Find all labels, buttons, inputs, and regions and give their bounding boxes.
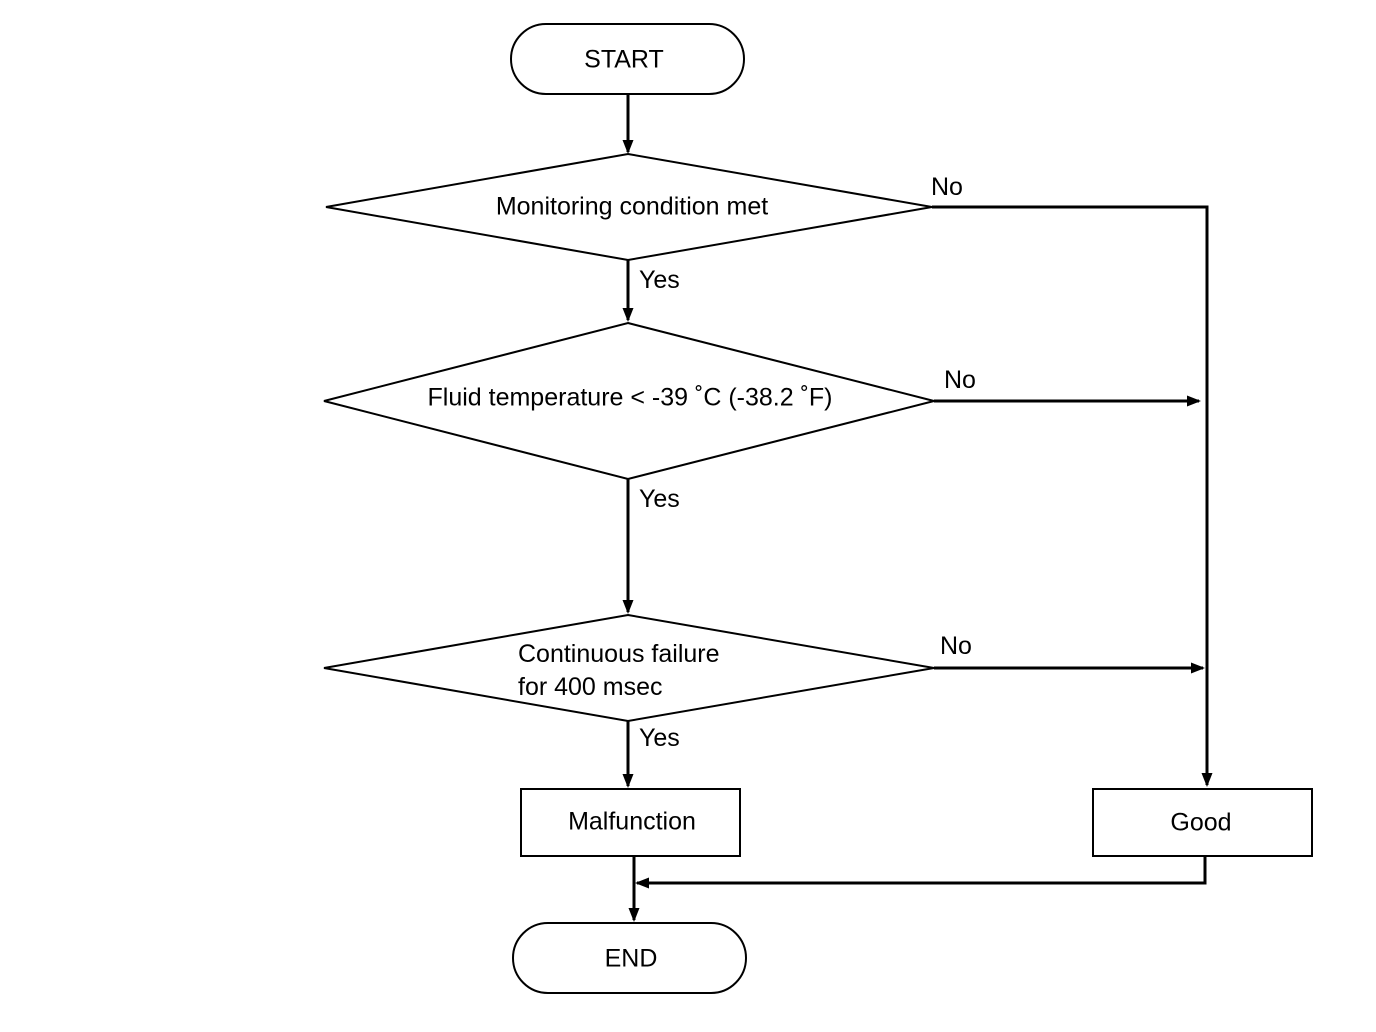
connector-decision-1-no [932,205,1213,787]
malfunction-label: Malfunction [568,808,696,836]
decision-monitoring-condition: Monitoring condition met [325,152,933,262]
malfunction-box: Malfunction [520,788,741,857]
good-box: Good [1092,788,1313,857]
decision-1-label: Monitoring condition met [496,193,768,221]
good-label: Good [1170,809,1231,837]
decision-2-yes-label: Yes [639,485,680,513]
decision-continuous-failure: Continuous failure for 400 msec [323,613,935,723]
decision-1-yes-label: Yes [639,266,680,294]
decision-3-label-line-2: for 400 msec [518,673,663,701]
end-label: END [605,945,658,973]
decision-2-label: Fluid temperature < -39 ˚C (-38.2 ˚F) [428,384,833,412]
decision-fluid-temperature: Fluid temperature < -39 ˚C (-38.2 ˚F) [323,321,935,481]
end-terminator: END [512,922,747,994]
decision-3-label-line-1: Continuous failure [518,640,720,668]
start-terminator: START [510,23,745,95]
decision-3-yes-label: Yes [639,724,680,752]
start-label: START [584,46,664,74]
decision-1-no-label: No [931,173,963,201]
decision-3-no-label: No [940,632,972,660]
connector-good-to-merge [635,856,1207,889]
decision-2-no-label: No [944,366,976,394]
